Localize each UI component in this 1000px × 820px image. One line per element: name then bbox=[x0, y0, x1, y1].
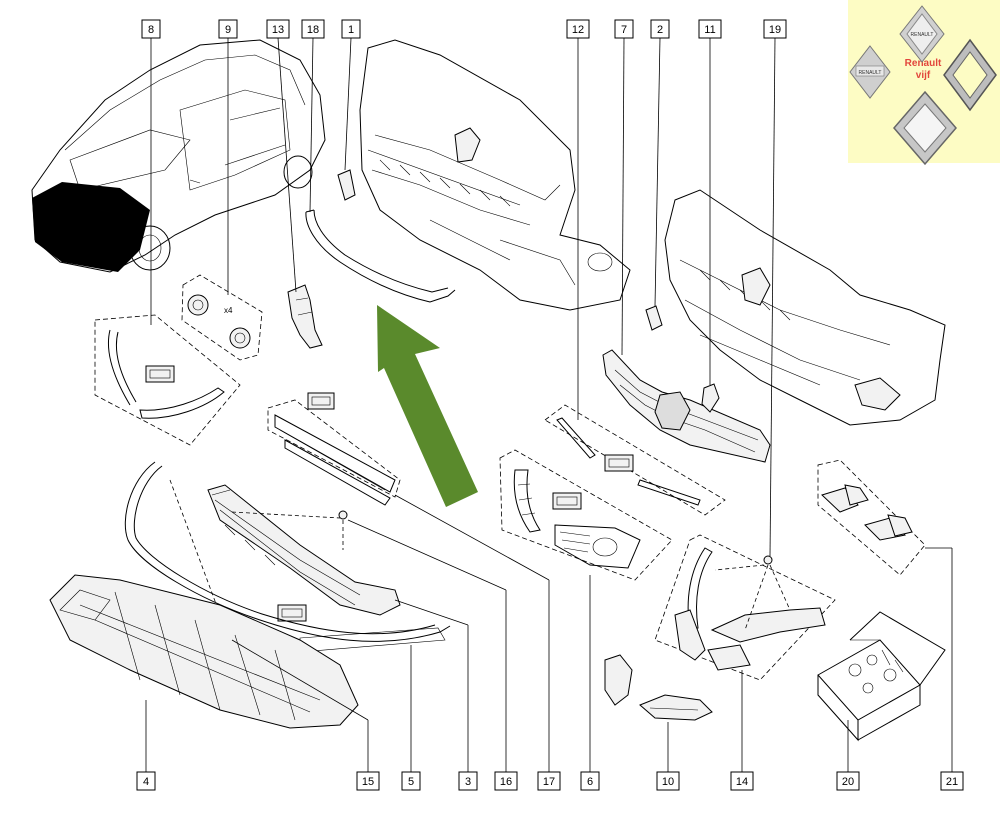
part-20-fastener-box bbox=[817, 611, 946, 742]
callout-7: 7 bbox=[614, 19, 634, 39]
renault-diamond-logos: RENAULT RENAULT bbox=[849, 5, 997, 166]
badge-small-text-2: RENAULT bbox=[859, 70, 882, 76]
part-16-center-grille bbox=[207, 484, 401, 622]
svg-text:9: 9 bbox=[225, 24, 231, 36]
callout-13: 13 bbox=[266, 19, 290, 39]
svg-text:6: 6 bbox=[587, 776, 593, 788]
svg-text:7: 7 bbox=[621, 24, 627, 36]
part-10-corner-lights bbox=[604, 654, 713, 721]
front-end-view-right bbox=[664, 189, 946, 426]
callout-14: 14 bbox=[730, 771, 754, 791]
callout-17: 17 bbox=[537, 771, 561, 791]
part-21-clip-kit bbox=[817, 459, 926, 576]
callout-19: 19 bbox=[763, 19, 787, 39]
part-8-trim-kit bbox=[94, 314, 241, 446]
part-6-fog-grille-kit bbox=[499, 449, 673, 581]
svg-text:11: 11 bbox=[704, 24, 715, 36]
callout-11: 11 bbox=[698, 19, 722, 39]
callout-18: 18 bbox=[301, 19, 325, 39]
svg-text:17: 17 bbox=[543, 776, 555, 788]
part-1-clip bbox=[337, 169, 356, 201]
direction-arrow bbox=[377, 305, 478, 507]
svg-text:19: 19 bbox=[769, 24, 781, 36]
part-9-fog-lights: x4 bbox=[181, 274, 263, 361]
callout-9: 9 bbox=[218, 19, 238, 39]
svg-text:18: 18 bbox=[307, 24, 319, 36]
svg-text:14: 14 bbox=[736, 776, 748, 788]
svg-text:15: 15 bbox=[362, 776, 374, 788]
front-end-view-center bbox=[359, 39, 631, 311]
svg-text:5: 5 bbox=[408, 776, 414, 788]
callout-21: 21 bbox=[940, 771, 964, 791]
svg-text:2: 2 bbox=[657, 24, 663, 36]
svg-text:10: 10 bbox=[662, 776, 674, 788]
renault-diamond-icon: RENAULT bbox=[899, 5, 945, 63]
svg-text:20: 20 bbox=[842, 776, 854, 788]
callout-3: 3 bbox=[458, 771, 478, 791]
part-12-strip-kit bbox=[544, 404, 726, 516]
part-4-undertray bbox=[49, 574, 359, 729]
callout-16: 16 bbox=[494, 771, 518, 791]
svg-text:8: 8 bbox=[148, 24, 154, 36]
callout-2: 2 bbox=[650, 19, 670, 39]
part-18-upper-trim bbox=[305, 209, 456, 303]
quantity-label: x4 bbox=[224, 306, 233, 315]
logo-caption: Renault vijf bbox=[904, 58, 942, 81]
part-13-bracket bbox=[287, 284, 323, 349]
badge-small-text-1: RENAULT bbox=[911, 32, 934, 38]
part-7-grille bbox=[602, 349, 771, 463]
renault-diamond-icon bbox=[893, 90, 957, 166]
vehicle-overview bbox=[31, 39, 326, 273]
callout-10: 10 bbox=[656, 771, 680, 791]
svg-text:13: 13 bbox=[272, 24, 284, 36]
callout-1: 1 bbox=[341, 19, 361, 39]
leader-lines bbox=[145, 37, 953, 772]
svg-text:3: 3 bbox=[465, 776, 471, 788]
svg-text:1: 1 bbox=[348, 24, 354, 36]
callout-8: 8 bbox=[141, 19, 161, 39]
callout-4: 4 bbox=[136, 771, 156, 791]
renault-diamond-icon: RENAULT bbox=[849, 45, 891, 99]
svg-text:4: 4 bbox=[143, 776, 149, 788]
renault-diamond-icon bbox=[943, 38, 997, 112]
part-14-bracket-kit bbox=[654, 534, 836, 681]
part-11-emblem bbox=[701, 383, 720, 413]
callout-12: 12 bbox=[566, 19, 590, 39]
part-2-clip bbox=[645, 305, 663, 331]
svg-text:16: 16 bbox=[500, 776, 512, 788]
front-bumper-highlight bbox=[32, 182, 150, 272]
callout-20: 20 bbox=[836, 771, 860, 791]
callout-6: 6 bbox=[580, 771, 600, 791]
callout-15: 15 bbox=[356, 771, 380, 791]
svg-text:21: 21 bbox=[946, 776, 958, 788]
callout-5: 5 bbox=[401, 771, 421, 791]
svg-text:12: 12 bbox=[572, 24, 584, 36]
part-17-lower-grille-kit bbox=[267, 392, 401, 506]
